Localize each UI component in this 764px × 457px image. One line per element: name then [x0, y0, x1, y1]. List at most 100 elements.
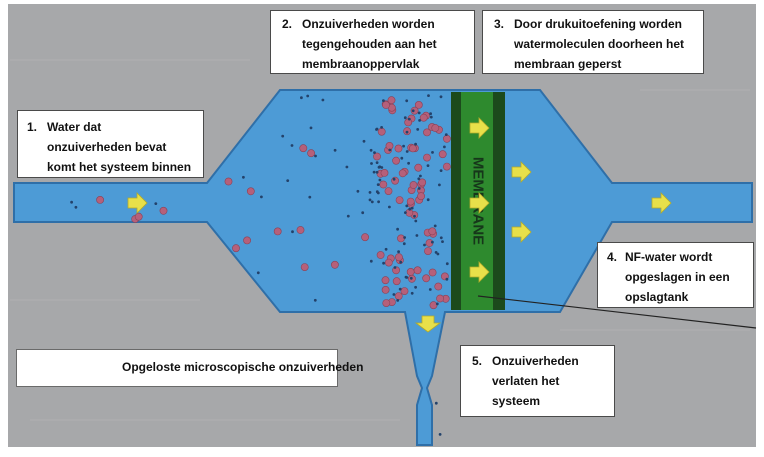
solute-dot: [434, 401, 438, 405]
solute-dot: [431, 151, 434, 154]
flow-arrow-icon: [469, 261, 490, 283]
solute-dot: [405, 276, 409, 279]
solute-dot: [423, 243, 426, 247]
flow-arrow-icon: [511, 161, 532, 183]
solute-dot: [378, 178, 382, 182]
solute-dot: [154, 202, 158, 206]
impurity-particle: [387, 96, 396, 105]
flow-arrow-icon: [469, 117, 490, 139]
flow-arrow-icon: [469, 192, 490, 214]
impurity-particle: [376, 251, 385, 259]
solute-dot: [256, 271, 260, 275]
callout-4-leader-line: [477, 295, 757, 329]
solute-dot: [370, 200, 374, 204]
impurity-particle: [406, 267, 415, 276]
impurity-particle: [307, 149, 315, 158]
callout-1: 1. Water dat onzuiverheden bevat komt he…: [17, 110, 204, 178]
solute-dot: [434, 251, 438, 254]
solute-dot: [417, 111, 421, 115]
solute-dot: [375, 161, 379, 165]
solute-dot: [362, 139, 366, 143]
solute-dot: [321, 98, 325, 102]
impurity-particle: [273, 227, 282, 236]
solute-dot: [414, 142, 417, 146]
solute-dot: [375, 170, 379, 174]
flow-arrow-icon: [651, 192, 672, 214]
solute-dot: [426, 164, 430, 168]
impurity-particle: [395, 196, 404, 204]
impurity-particle: [423, 153, 431, 162]
impurity-particle: [299, 144, 308, 153]
impurity-particle: [417, 192, 425, 201]
impurity-particle: [380, 168, 389, 177]
impurity-particle: [392, 156, 400, 165]
solute-dot: [286, 179, 290, 183]
impurity-particle: [428, 268, 437, 277]
solute-dot: [445, 262, 449, 266]
solute-dot: [372, 170, 376, 174]
impurity-particle: [373, 152, 381, 161]
solute-dot: [370, 162, 373, 165]
callout-2: 2. Onzuiverheden worden tegengehouden aa…: [270, 10, 475, 74]
solute-dot: [376, 183, 380, 187]
solute-dot: [382, 99, 385, 102]
impurity-particle: [438, 150, 447, 159]
solute-dot: [309, 126, 313, 130]
solute-dot: [368, 198, 372, 202]
solute-dot: [314, 154, 317, 158]
solute-dot: [436, 252, 440, 256]
solute-dot: [433, 224, 437, 228]
impurity-particle: [406, 197, 415, 206]
solute-dot: [392, 177, 396, 181]
solute-dot: [438, 183, 441, 187]
impurity-particle: [377, 127, 386, 136]
impurity-particle: [394, 292, 403, 300]
legend: Opgeloste microscopische onzuiverheden: [16, 349, 363, 387]
solute-dot: [426, 198, 430, 202]
impurity-particle: [391, 176, 399, 185]
solute-dot: [260, 195, 263, 199]
solute-dot: [417, 177, 421, 181]
impurity-particle: [361, 233, 369, 242]
solute-dot: [429, 112, 432, 116]
solute-dot: [439, 169, 443, 173]
solute-dot: [382, 261, 385, 265]
solute-dot: [439, 95, 443, 99]
solute-dot: [404, 211, 407, 215]
solute-dot: [403, 116, 407, 120]
solute-dot: [291, 230, 294, 234]
solute-dot: [411, 109, 415, 113]
callout-2-text: Onzuiverheden worden tegengehouden aan h…: [302, 17, 437, 71]
solute-dot: [306, 94, 310, 98]
solute-dot: [333, 148, 337, 152]
impurity-particle: [381, 276, 390, 285]
solute-dot: [375, 190, 379, 194]
solute-dot: [384, 247, 388, 251]
solute-dot: [396, 227, 399, 231]
impurity-particle: [394, 144, 403, 153]
solute-dot: [409, 276, 413, 280]
impurity-particle: [398, 169, 407, 178]
solute-dot: [405, 150, 409, 153]
impurity-particle: [300, 263, 309, 271]
impurity-particle: [428, 227, 437, 236]
solute-dot: [410, 206, 414, 210]
solute-dot: [290, 144, 294, 147]
impurity-particle: [442, 162, 451, 171]
solute-dot: [444, 133, 448, 137]
impurity-particle: [436, 294, 444, 303]
impurity-particle: [382, 299, 391, 307]
water-vessel: [13, 89, 753, 446]
callout-5: 5. Onzuiverheden verlaten het systeem: [460, 345, 615, 417]
solute-dot: [397, 250, 400, 254]
callout-2-number: 2.: [282, 17, 293, 31]
impurity-particle: [134, 212, 143, 221]
solute-dot: [398, 287, 402, 291]
solute-dot: [414, 219, 418, 223]
solute-dot: [396, 299, 400, 302]
callout-3-text: Door drukuitoefening worden watermolecul…: [514, 17, 685, 71]
impurity-particle: [419, 113, 428, 122]
impurity-particle: [414, 163, 423, 172]
callout-5-number: 5.: [472, 354, 483, 368]
impurity-particle: [429, 301, 438, 310]
